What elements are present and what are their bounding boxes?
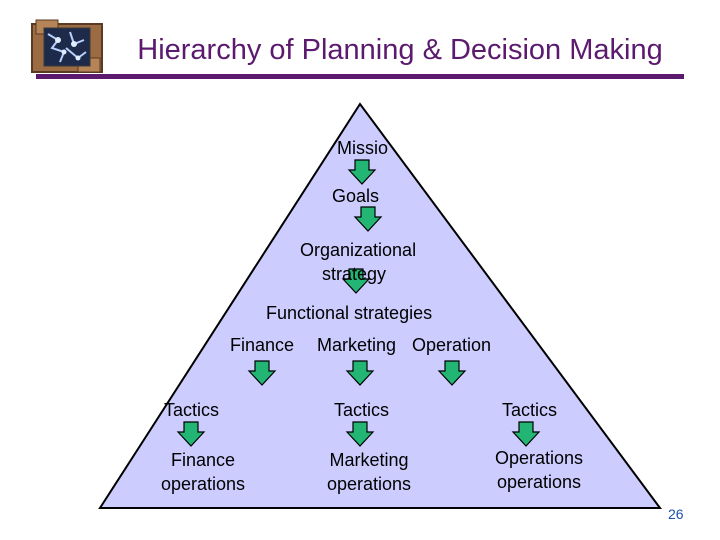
pyramid-shape (98, 102, 662, 509)
finance-label: Finance (230, 335, 295, 355)
org-strategy-label-line2: strategy (322, 264, 387, 284)
goals-label: Goals (332, 186, 380, 206)
functional-strategies-label: Functional strategies (266, 303, 433, 323)
org-strategy-label-line1: Organizational (300, 240, 417, 260)
logo-icon (31, 19, 103, 73)
page-number: 26 (668, 506, 684, 522)
marketing-operations-line2: operations (326, 474, 412, 494)
tactics-operation-label: Tactics (502, 400, 558, 420)
title-rule (36, 74, 684, 79)
finance-operations-line1: Finance (170, 450, 236, 470)
marketing-operations-line1: Marketing (329, 450, 409, 470)
tactics-finance-label: Tactics (164, 400, 220, 420)
finance-operations-line2: operations (160, 474, 246, 494)
mission-label: Missio (337, 138, 389, 158)
page-title: Hierarchy of Planning & Decision Making (137, 34, 663, 66)
operations-operations-line2: operations (496, 472, 582, 492)
operations-operations-line1: Operations (494, 448, 584, 468)
marketing-label: Marketing (317, 335, 397, 355)
tactics-marketing-label: Tactics (334, 400, 390, 420)
operation-label: Operation (412, 335, 492, 355)
